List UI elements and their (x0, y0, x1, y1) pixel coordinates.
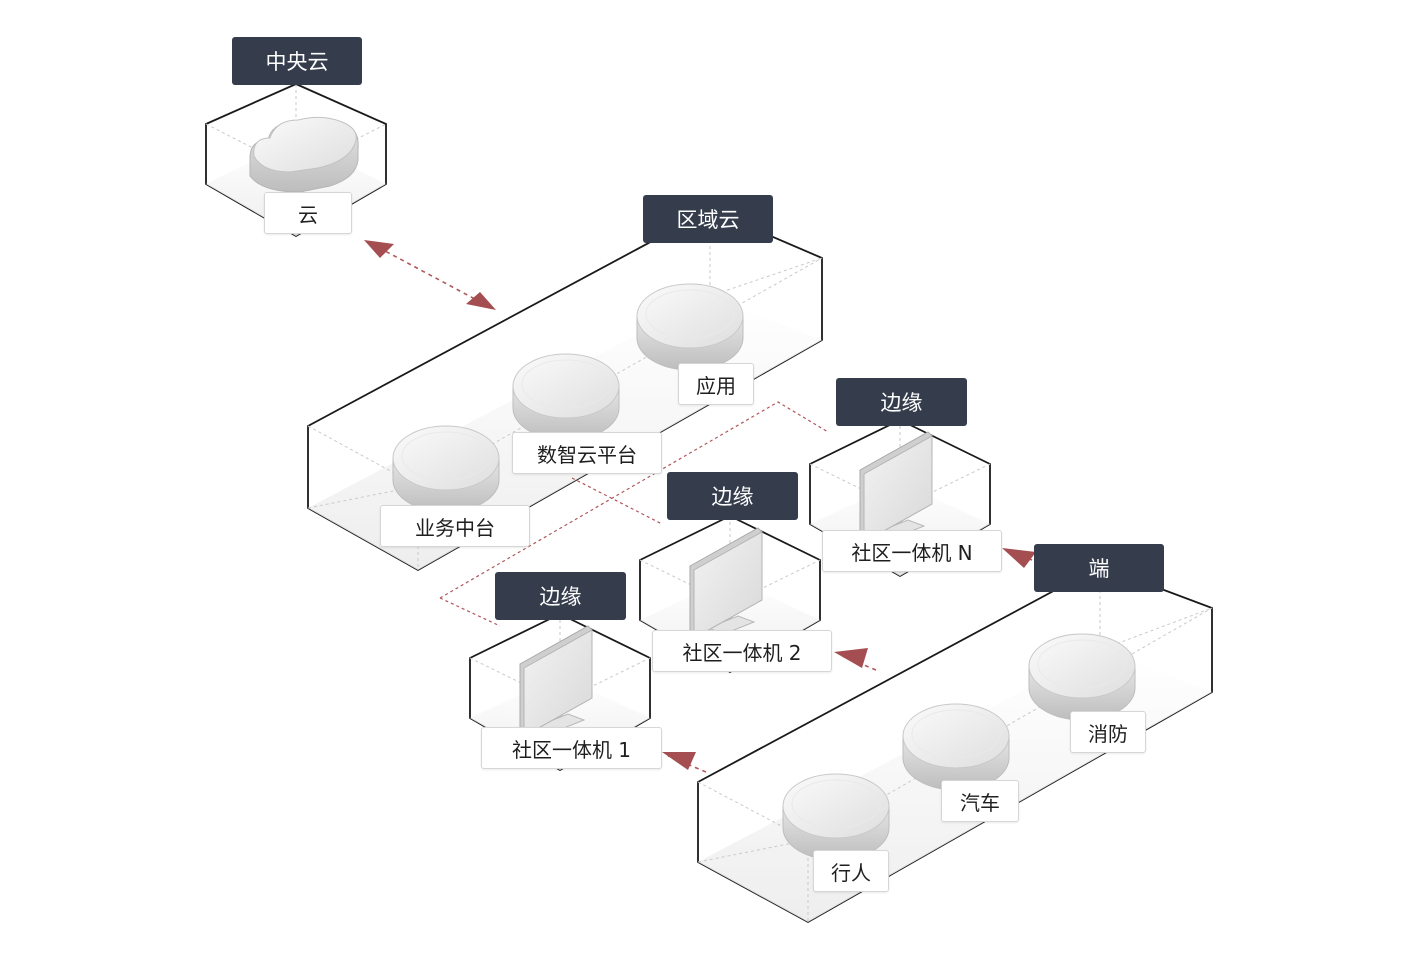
node-label-application: 应用 (678, 363, 754, 405)
sensor-disk-icon (902, 703, 1010, 791)
connector-terminal-edge-1 (662, 752, 707, 773)
server-disk-icon (636, 283, 744, 371)
node-label-data-cloud-platform: 数智云平台 (512, 432, 662, 474)
tier-label-central: 中央云 (232, 37, 362, 85)
central-cloud-container (205, 83, 387, 238)
edge-link-path (439, 401, 829, 599)
monitor-icon (689, 527, 763, 639)
node-label-cloud: 云 (264, 192, 352, 234)
tier-label-regional: 区域云 (643, 195, 773, 243)
sensor-disk-icon (1028, 633, 1136, 721)
node-label-pedestrian: 行人 (813, 850, 889, 892)
connector-terminal-edge-n (1002, 548, 1036, 568)
server-disk-icon (512, 353, 620, 441)
node-label-community-machine-1: 社区一体机 1 (481, 727, 662, 769)
tier-label-edge-1: 边缘 (495, 572, 626, 620)
connector-terminal-edge-2 (834, 648, 877, 671)
monitor-icon (519, 625, 593, 737)
cloud-icon (249, 116, 359, 193)
node-label-community-machine-2: 社区一体机 2 (652, 630, 832, 672)
sensor-disk-icon (782, 773, 890, 861)
edge-link-path-3 (571, 477, 663, 525)
tier-label-edge-2: 边缘 (667, 472, 798, 520)
node-label-community-machine-n: 社区一体机 N (822, 530, 1002, 572)
tier-label-edge-n: 边缘 (836, 378, 967, 426)
server-disk-icon (392, 425, 500, 513)
edge-link-path-2 (439, 597, 501, 627)
connector-central-regional (364, 240, 496, 310)
node-label-business-middle-platform: 业务中台 (380, 505, 530, 547)
node-label-car: 汽车 (941, 780, 1019, 822)
tier-label-terminal: 端 (1034, 544, 1164, 592)
node-label-fire-protection: 消防 (1070, 711, 1146, 753)
